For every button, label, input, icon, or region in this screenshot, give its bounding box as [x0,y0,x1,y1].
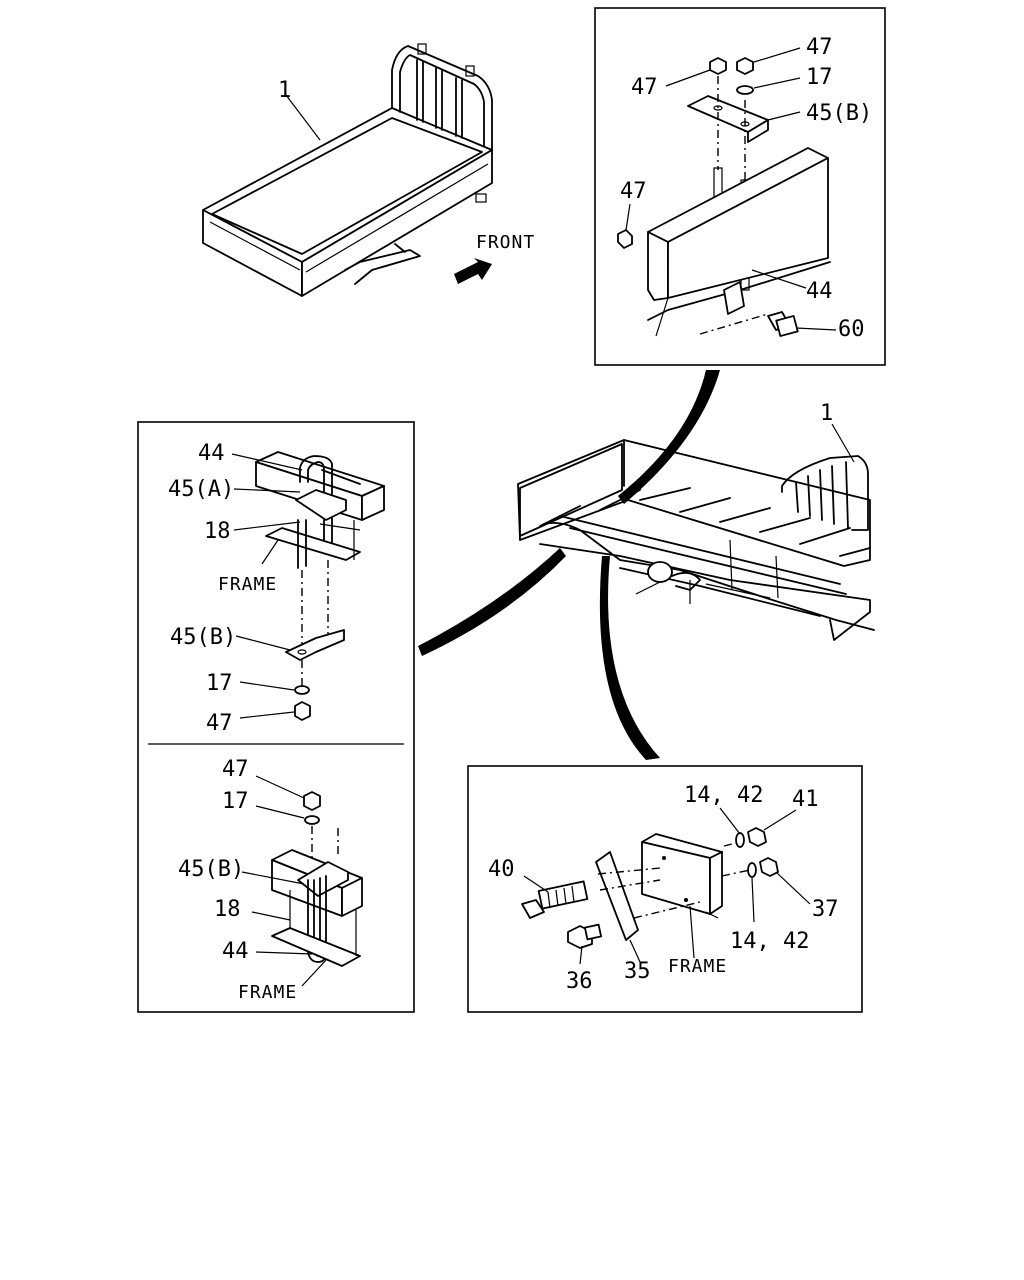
frame-label: FRAME [218,574,277,595]
left-upper-assembly-illustration [255,451,385,721]
leader-line [261,539,279,565]
part-number-47: 47 [631,75,658,100]
front-direction-label: FRONT [476,232,535,253]
leader-line [629,939,641,963]
callout-connector [618,370,720,504]
detail-box-top-right [594,7,886,366]
part-number-18: 18 [204,519,231,544]
bottom-right-assembly-illustration [521,827,779,949]
left-lower-assembly-illustration [271,791,363,967]
leader-line [523,875,549,893]
leader-line [689,905,695,959]
leader-line [251,911,291,921]
part-number-44: 44 [198,441,225,466]
leader-line [231,453,303,471]
leader-line [775,871,811,905]
part-number-1: 1 [278,78,291,103]
leader-line [767,111,801,121]
leader-line [255,805,305,819]
leader-line [753,77,801,89]
part-number-44: 44 [222,939,249,964]
leader-line [831,423,855,463]
part-number-47: 47 [222,757,249,782]
leader-line [233,521,301,531]
leader-line [239,681,295,691]
leader-line [753,47,801,63]
part-number-45b: 45(B) [170,625,236,650]
part-number-14-42: 14, 42 [684,783,763,808]
leader-line [719,807,741,835]
leader-line [255,775,305,799]
part-number-45b: 45(B) [178,857,244,882]
leader-line [241,871,305,885]
part-number-47: 47 [806,35,833,60]
part-number-60: 60 [838,317,865,342]
front-arrow-icon [454,258,492,284]
detail-box-left [137,421,415,1013]
part-number-37: 37 [812,897,839,922]
leader-line [795,327,837,331]
chassis-overview-illustration [517,439,875,641]
callout-connector [418,548,566,656]
frame-label: FRAME [668,956,727,977]
frame-label: FRAME [238,982,297,1003]
callout-connector [599,556,660,760]
part-number-47: 47 [206,711,233,736]
part-number-14-42: 14, 42 [730,929,809,954]
part-number-44: 44 [806,279,833,304]
part-number-40: 40 [488,857,515,882]
leader-line [763,809,797,831]
part-number-45a: 45(A) [168,477,234,502]
detail-box-bottom-right [467,765,863,1013]
truck-bed-illustration [202,43,493,297]
leader-line [625,203,631,231]
part-number-47: 47 [620,179,647,204]
leader-line [235,635,291,651]
leader-line [751,269,807,289]
leader-line [239,711,295,719]
part-number-45b: 45(B) [806,101,872,126]
leader-line [285,94,321,141]
part-number-17: 17 [806,65,833,90]
part-number-18: 18 [214,897,241,922]
leader-line [665,69,711,87]
part-number-17: 17 [206,671,233,696]
part-number-17: 17 [222,789,249,814]
part-number-36: 36 [566,969,593,994]
leader-line [301,959,327,987]
top-right-assembly-illustration [617,57,831,337]
part-number-41: 41 [792,787,819,812]
leader-line [751,877,755,923]
leader-line [255,951,313,955]
leader-line [579,945,583,965]
part-number-1: 1 [820,401,833,426]
leader-line [233,488,301,493]
part-number-35: 35 [624,959,651,984]
